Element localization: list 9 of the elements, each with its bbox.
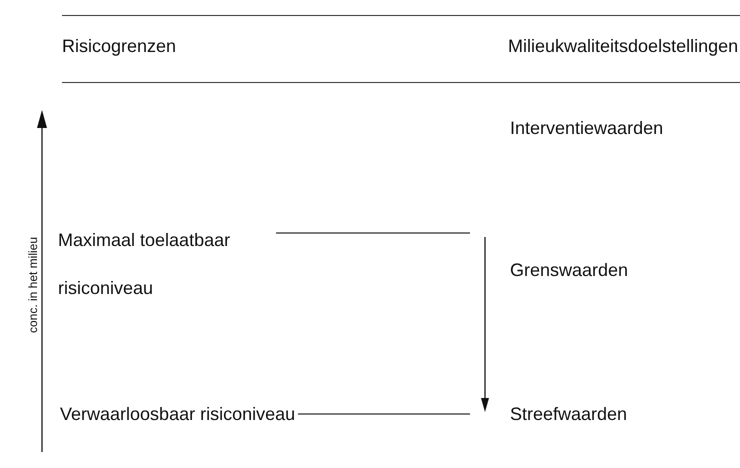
node-label: Grenswaarden — [510, 259, 630, 282]
node-label: Interventiewaarden — [510, 117, 664, 140]
axis-label: conc. in het milieu — [26, 236, 40, 334]
column-heading: Milieukwaliteitsdoelstellingen — [508, 36, 738, 57]
connector-line — [276, 232, 470, 234]
node-label: Verwaarloosbaar risiconiveau — [60, 403, 296, 426]
column-heading: Risicogrenzen — [62, 36, 176, 57]
node-label: Maximaal toelaatbaar risiconiveau — [58, 229, 232, 300]
node-label: Streefwaarden — [510, 403, 628, 426]
